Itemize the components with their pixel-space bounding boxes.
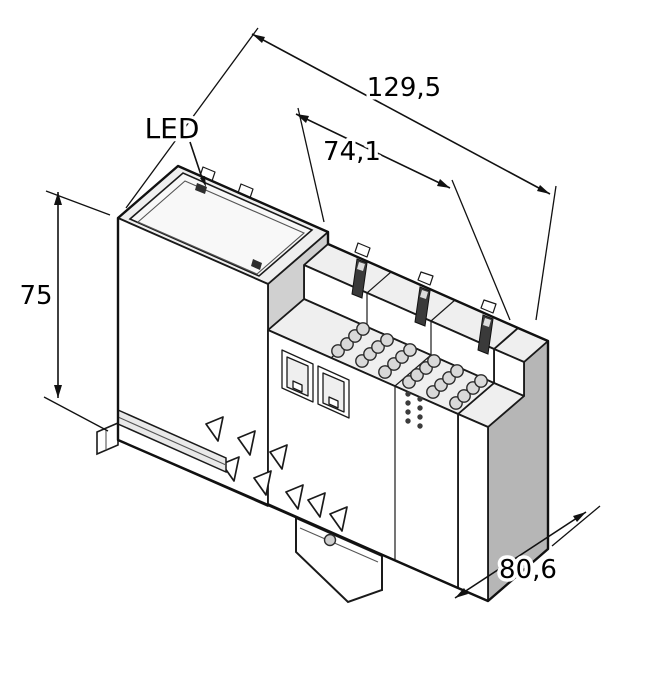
led-label: LED (145, 112, 200, 145)
terminal-opening (457, 389, 471, 403)
terminal-opening (427, 354, 441, 368)
dimension-depth-label: 80,6 (499, 555, 557, 585)
dimension-overall-length-label: 129,5 (367, 73, 441, 103)
rj45-port-1-key (292, 380, 303, 393)
din-rail-latch (96, 421, 119, 456)
dimension-io-section-length: 74,1 (295, 107, 511, 321)
terminal-opening (340, 337, 354, 351)
dimension-io-section-length-label: 74,1 (323, 137, 381, 167)
din-rail-foot-left (96, 408, 227, 474)
foot-screw (323, 533, 337, 547)
ventilation-slots (205, 416, 348, 532)
gateway-display-window (128, 172, 314, 277)
device-silhouette (116, 164, 550, 603)
terminal-opening (371, 340, 385, 354)
dimension-height: 75 (16, 190, 111, 432)
dimension-overall-length: 129,5 (125, 27, 557, 321)
ethernet-ports (281, 349, 350, 419)
gateway-display-inner-border (136, 180, 306, 275)
led-callout: LED (142, 109, 206, 187)
dimension-annotations: 129,5 74,1 75 80,6 (16, 27, 601, 599)
io-station-device (96, 164, 550, 604)
terminal-opening (331, 344, 345, 358)
terminal-opening (410, 368, 424, 382)
rj45-port-2-opening (322, 372, 345, 413)
terminal-opening (380, 333, 394, 347)
rj45-port-2-key (328, 396, 339, 409)
dimension-depth: 80,6 (454, 505, 601, 599)
terminal-opening (378, 365, 392, 379)
gateway-status-mark (251, 259, 262, 270)
rj45-port-1-opening (286, 356, 309, 397)
terminal-opening (450, 364, 464, 378)
release-levers (351, 258, 494, 355)
status-led-cluster (405, 391, 423, 429)
terminal-opening (356, 322, 370, 336)
terminal-opening (403, 343, 417, 357)
gateway-led-indicator (195, 183, 207, 194)
end-plate-front (457, 413, 489, 602)
dimension-height-label: 75 (19, 281, 52, 311)
terminal-opening (474, 374, 488, 388)
terminal-openings (331, 322, 488, 410)
